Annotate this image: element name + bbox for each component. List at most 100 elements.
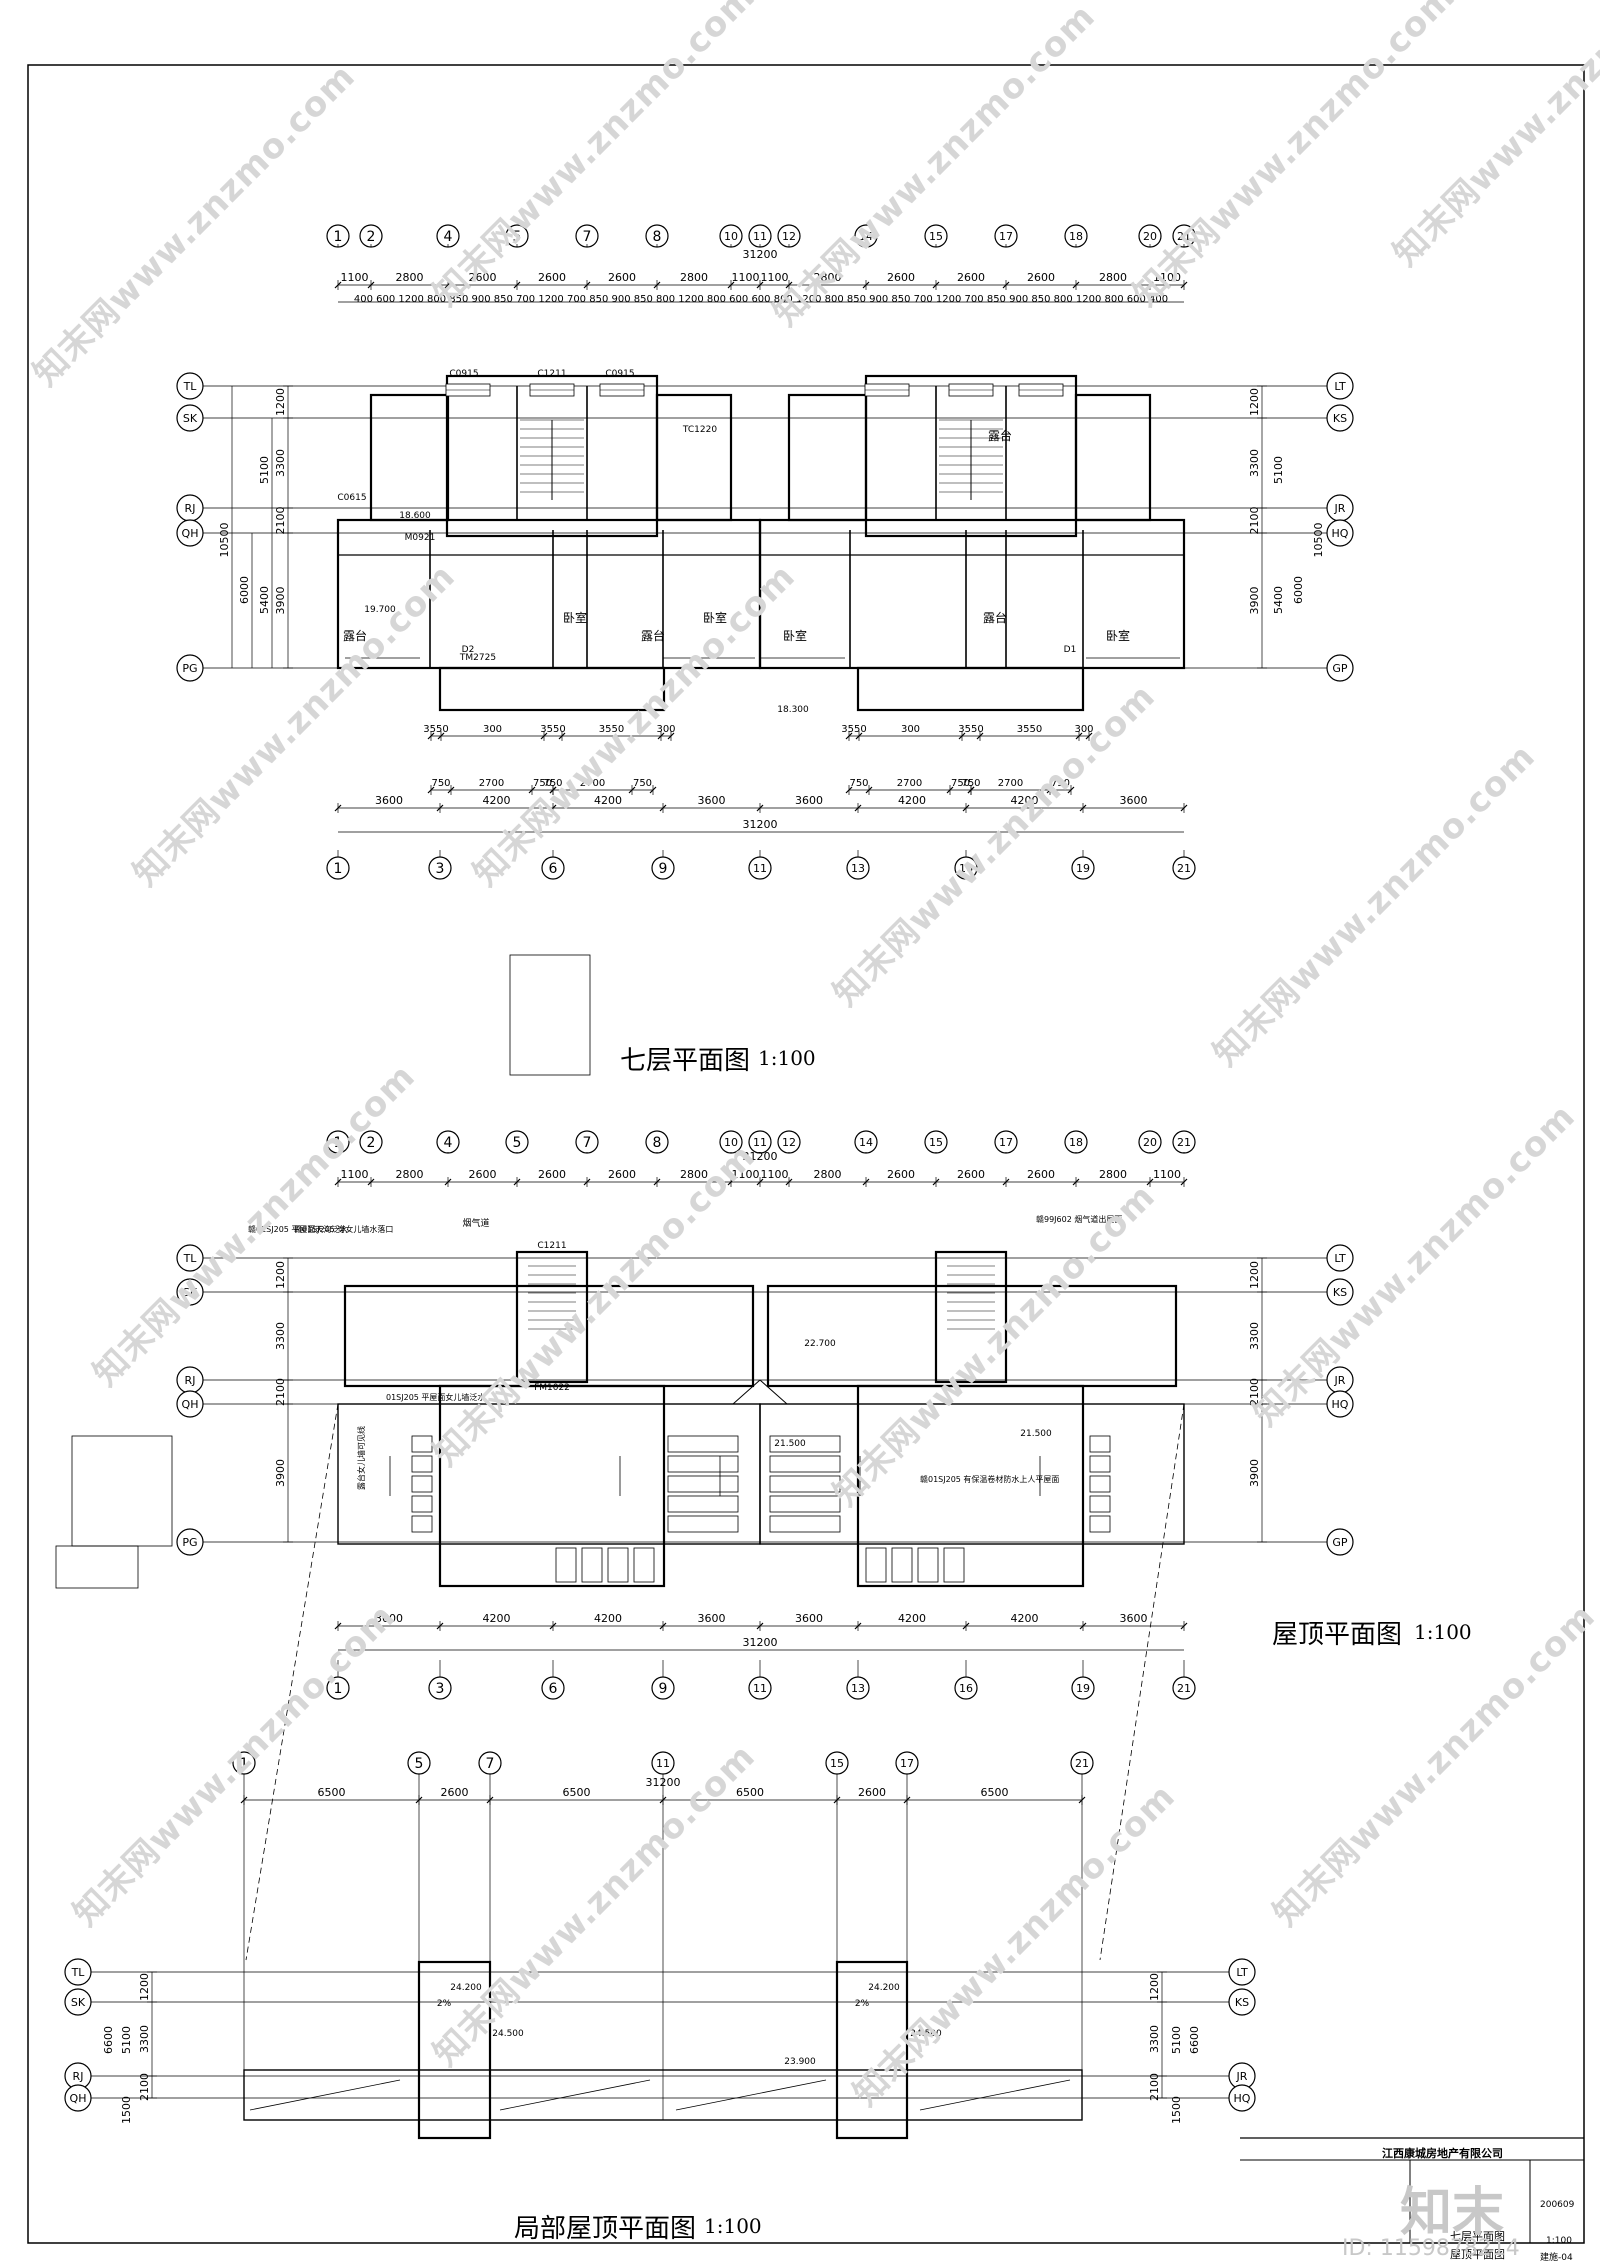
room-label: 卧室 xyxy=(703,610,727,625)
dimension-tick xyxy=(436,1622,444,1630)
axis-bubble-left: PG xyxy=(182,1536,197,1549)
axis-bubble-left: TL xyxy=(183,380,198,393)
skylight xyxy=(581,1547,603,1583)
dimension-label: 300 xyxy=(901,724,920,735)
dimension-label: 3300 xyxy=(138,2025,151,2053)
dimension-tick xyxy=(447,786,455,794)
level-mark: 21.500 xyxy=(774,1439,806,1449)
axis-bubble-top: 14 xyxy=(859,1136,873,1149)
dimension-label: 2600 xyxy=(957,1168,985,1181)
room-label: 露台 xyxy=(641,628,665,643)
dimension-label: 5100 xyxy=(120,2026,133,2054)
dimension-label: 6000 xyxy=(238,576,251,604)
level-mark: 24.500 xyxy=(492,2029,524,2039)
projection-line xyxy=(1099,1403,1185,1961)
dimension-label: 6600 xyxy=(1188,2026,1201,2054)
dimension-label: 3600 xyxy=(1120,1612,1148,1625)
axis-bubble-bottom: 6 xyxy=(549,861,558,877)
dimension-label: 2600 xyxy=(608,271,636,284)
roof-note: 01SJ205 平屋面女儿墙泛水 xyxy=(386,1392,485,1402)
dimension-tick xyxy=(1078,1796,1086,1804)
axis-bubble xyxy=(1326,519,1354,547)
dimension-label: 4200 xyxy=(1011,794,1039,807)
axis-bubble-top: 15 xyxy=(929,230,943,243)
slope-line xyxy=(675,2079,827,2111)
dimension-tick xyxy=(549,1622,557,1630)
dimension-label: 1200 xyxy=(274,388,287,416)
dimension-tick xyxy=(437,732,445,740)
axis-bubble-right: LT xyxy=(1236,1966,1248,1979)
axis-bubble-right: HQ xyxy=(1332,527,1349,540)
dimension-label: 3600 xyxy=(375,1612,403,1625)
axis-bubble-top: 7 xyxy=(583,1135,592,1151)
dimension-chain: 400 600 1200 800 850 900 850 700 1200 70… xyxy=(354,294,1168,305)
skylight xyxy=(943,1547,965,1583)
dimension-label: 2600 xyxy=(1027,271,1055,284)
roof-bay xyxy=(769,1455,841,1473)
stair-roof xyxy=(835,1960,909,2140)
axis-bubble-bottom: 11 xyxy=(753,862,767,875)
reference-box xyxy=(71,1435,173,1547)
dimension-label: 750 xyxy=(543,778,562,789)
dimension-tick xyxy=(558,732,566,740)
dimension-tick xyxy=(862,1178,870,1186)
roof-bay xyxy=(769,1495,841,1513)
axis-bubble-left: RJ xyxy=(185,1374,196,1387)
axis-bubble-left: QH xyxy=(182,1398,199,1411)
wall-outline xyxy=(787,393,868,522)
total-dimension: 31200 xyxy=(743,248,778,261)
slope-line xyxy=(919,2079,1071,2111)
level-mark: 24.200 xyxy=(868,1983,900,1993)
dimension-tick xyxy=(653,281,661,289)
dimension-label: 2600 xyxy=(858,1786,886,1799)
stair-roof xyxy=(417,1960,492,2140)
dimension-tick xyxy=(1072,1178,1080,1186)
axis-bubble-left: TL xyxy=(71,1966,86,1979)
dimension-tick xyxy=(334,804,342,812)
dimension-label: 2600 xyxy=(469,271,497,284)
title-block-company: 江西康城房地产有限公司 xyxy=(1382,2147,1503,2160)
room-label: 卧室 xyxy=(563,610,587,625)
dimension-label: 1200 xyxy=(1248,1261,1261,1289)
dimension-tick xyxy=(513,281,521,289)
dimension-tick xyxy=(727,1178,735,1186)
room-code: M0921 xyxy=(405,533,436,543)
slope-mark: 2% xyxy=(437,1999,452,2009)
roof-title: 屋顶平面图 xyxy=(1272,1620,1403,1650)
dimension-tick xyxy=(240,1796,248,1804)
dimension-tick xyxy=(1002,281,1010,289)
axis-bubble-bottom: 16 xyxy=(959,1682,973,1695)
axis-bubble-top: 18 xyxy=(1069,230,1083,243)
axis-bubble-right: JR xyxy=(1236,2070,1248,2083)
axis-bubble-top: 7 xyxy=(486,1756,495,1772)
roof-bay xyxy=(667,1475,739,1493)
room-label: 露台 xyxy=(983,610,1007,625)
dimension-label: 3600 xyxy=(795,1612,823,1625)
axis-bubble-right: JR xyxy=(1334,1374,1346,1387)
dimension-label: 6500 xyxy=(981,1786,1009,1799)
roof-note: 赣01SJ205 平屋面天沟泛水 xyxy=(248,1224,347,1234)
dimension-tick xyxy=(583,1178,591,1186)
dimension-label: 3600 xyxy=(698,794,726,807)
wall-outline xyxy=(655,393,733,522)
dimension-tick xyxy=(334,281,342,289)
dimension-label: 2600 xyxy=(469,1168,497,1181)
axis-bubble xyxy=(1326,654,1354,682)
dimension-label: 2800 xyxy=(1099,1168,1127,1181)
dimension-tick xyxy=(427,786,435,794)
sheet-border xyxy=(27,64,1585,2244)
dimension-label: 2600 xyxy=(608,1168,636,1181)
axis-bubble-left: QH xyxy=(182,527,199,540)
dimension-label: 1200 xyxy=(138,1973,151,2001)
dimension-tick xyxy=(785,1178,793,1186)
axis-bubble-top: 2 xyxy=(367,1135,376,1151)
room-code: 烟气道 xyxy=(462,1217,489,1229)
axis-bubble-top: 10 xyxy=(724,1136,738,1149)
dimension-label: 3600 xyxy=(795,794,823,807)
dimension-tick xyxy=(854,1622,862,1630)
dimension-tick xyxy=(833,1796,841,1804)
wall-outline xyxy=(369,393,450,522)
axis-bubble xyxy=(1326,372,1354,400)
projection-line xyxy=(245,1403,339,1961)
